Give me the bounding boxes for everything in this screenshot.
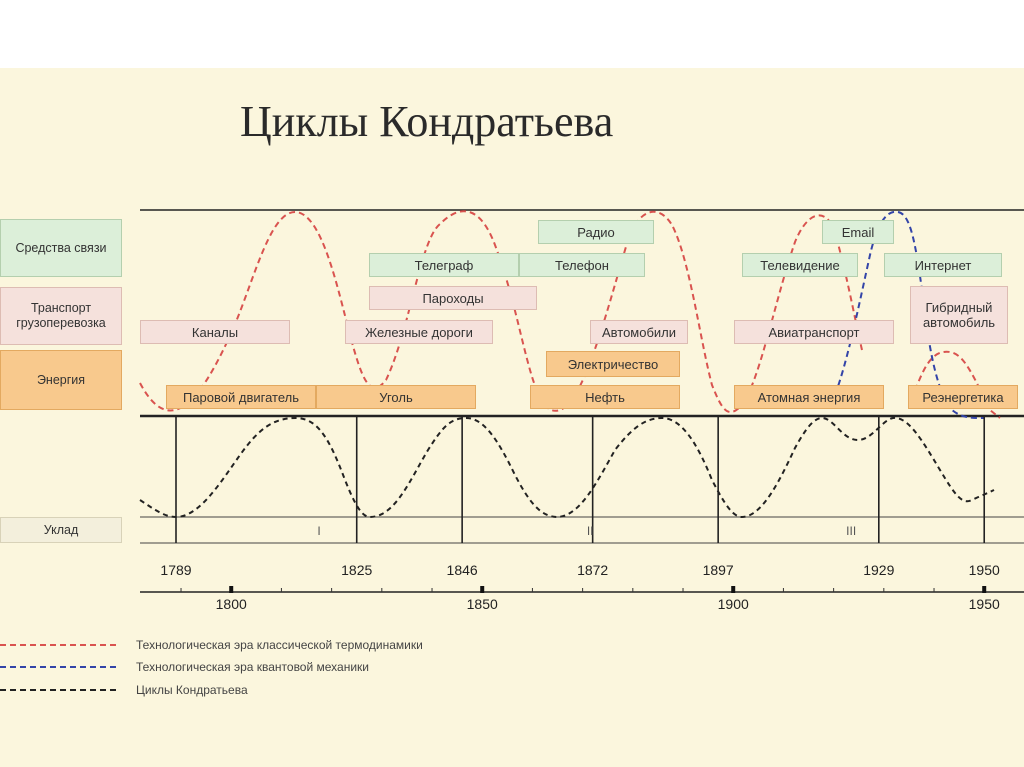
- tech-internet: Интернет: [884, 253, 1002, 277]
- classical-era-curve-tail: [911, 350, 1001, 419]
- tech-canals: Каналы: [140, 320, 290, 344]
- cycle-year-label: 1872: [577, 562, 608, 578]
- quantum-era-curve: [834, 210, 986, 419]
- cycle-year-label: 1897: [703, 562, 734, 578]
- decade-label: 1850: [467, 596, 498, 612]
- category-energy-label: Энергия: [0, 350, 122, 410]
- tech-railways: Железные дороги: [345, 320, 493, 344]
- legend-quantum-label: Технологическая эра квантовой механики: [136, 660, 369, 674]
- tech-steamships: Пароходы: [369, 286, 537, 310]
- tech-hybrid-car: Гибридный автомобиль: [910, 286, 1008, 344]
- cycle-year-label: 1825: [341, 562, 372, 578]
- decade-label: 1800: [216, 596, 247, 612]
- tech-oil: Нефть: [530, 385, 680, 409]
- category-comm-label: Средства связи: [0, 219, 122, 277]
- tech-steam-engine: Паровой двигатель: [166, 385, 316, 409]
- uklad-numeral: III: [846, 524, 856, 538]
- tech-electricity: Электричество: [546, 351, 680, 377]
- decade-tick-1800: [229, 586, 234, 593]
- uklad-numeral: I: [317, 524, 320, 538]
- cycle-year-label: 1789: [160, 562, 191, 578]
- cycle-year-label: 1846: [447, 562, 478, 578]
- legend-classical-label: Технологическая эра классической термоди…: [136, 638, 423, 652]
- cycle-year-label: 1929: [863, 562, 894, 578]
- cycle-year-label: 1950: [969, 562, 1000, 578]
- tech-email: Email: [822, 220, 894, 244]
- tech-telegraph: Телеграф: [369, 253, 519, 277]
- decade-tick-1850: [480, 586, 485, 593]
- decade-tick-1900: [731, 586, 736, 593]
- category-uklad-label: Уклад: [0, 517, 122, 543]
- tech-renewables: Реэнергетика: [908, 385, 1018, 409]
- tech-telephone: Телефон: [519, 253, 645, 277]
- decade-tick-1950: [982, 586, 987, 593]
- decade-label: 1950: [969, 596, 1000, 612]
- classical-era-curve: [139, 210, 863, 413]
- tech-nuclear: Атомная энергия: [734, 385, 884, 409]
- slide-background: [0, 68, 1024, 767]
- tech-aviation: Авиатранспорт: [734, 320, 894, 344]
- tech-automobiles: Автомобили: [590, 320, 688, 344]
- legend-kondratiev-label: Циклы Кондратьева: [136, 683, 248, 697]
- uklad-numeral: II: [587, 524, 594, 538]
- tech-radio: Радио: [538, 220, 654, 244]
- tech-television: Телевидение: [742, 253, 858, 277]
- category-transport-label: Транспорт грузоперевозка: [0, 287, 122, 345]
- page-title: Циклы Кондратьева: [240, 97, 614, 146]
- kondratiev-cycles-curve: [139, 416, 995, 519]
- decade-label: 1900: [718, 596, 749, 612]
- tech-coal: Уголь: [316, 385, 476, 409]
